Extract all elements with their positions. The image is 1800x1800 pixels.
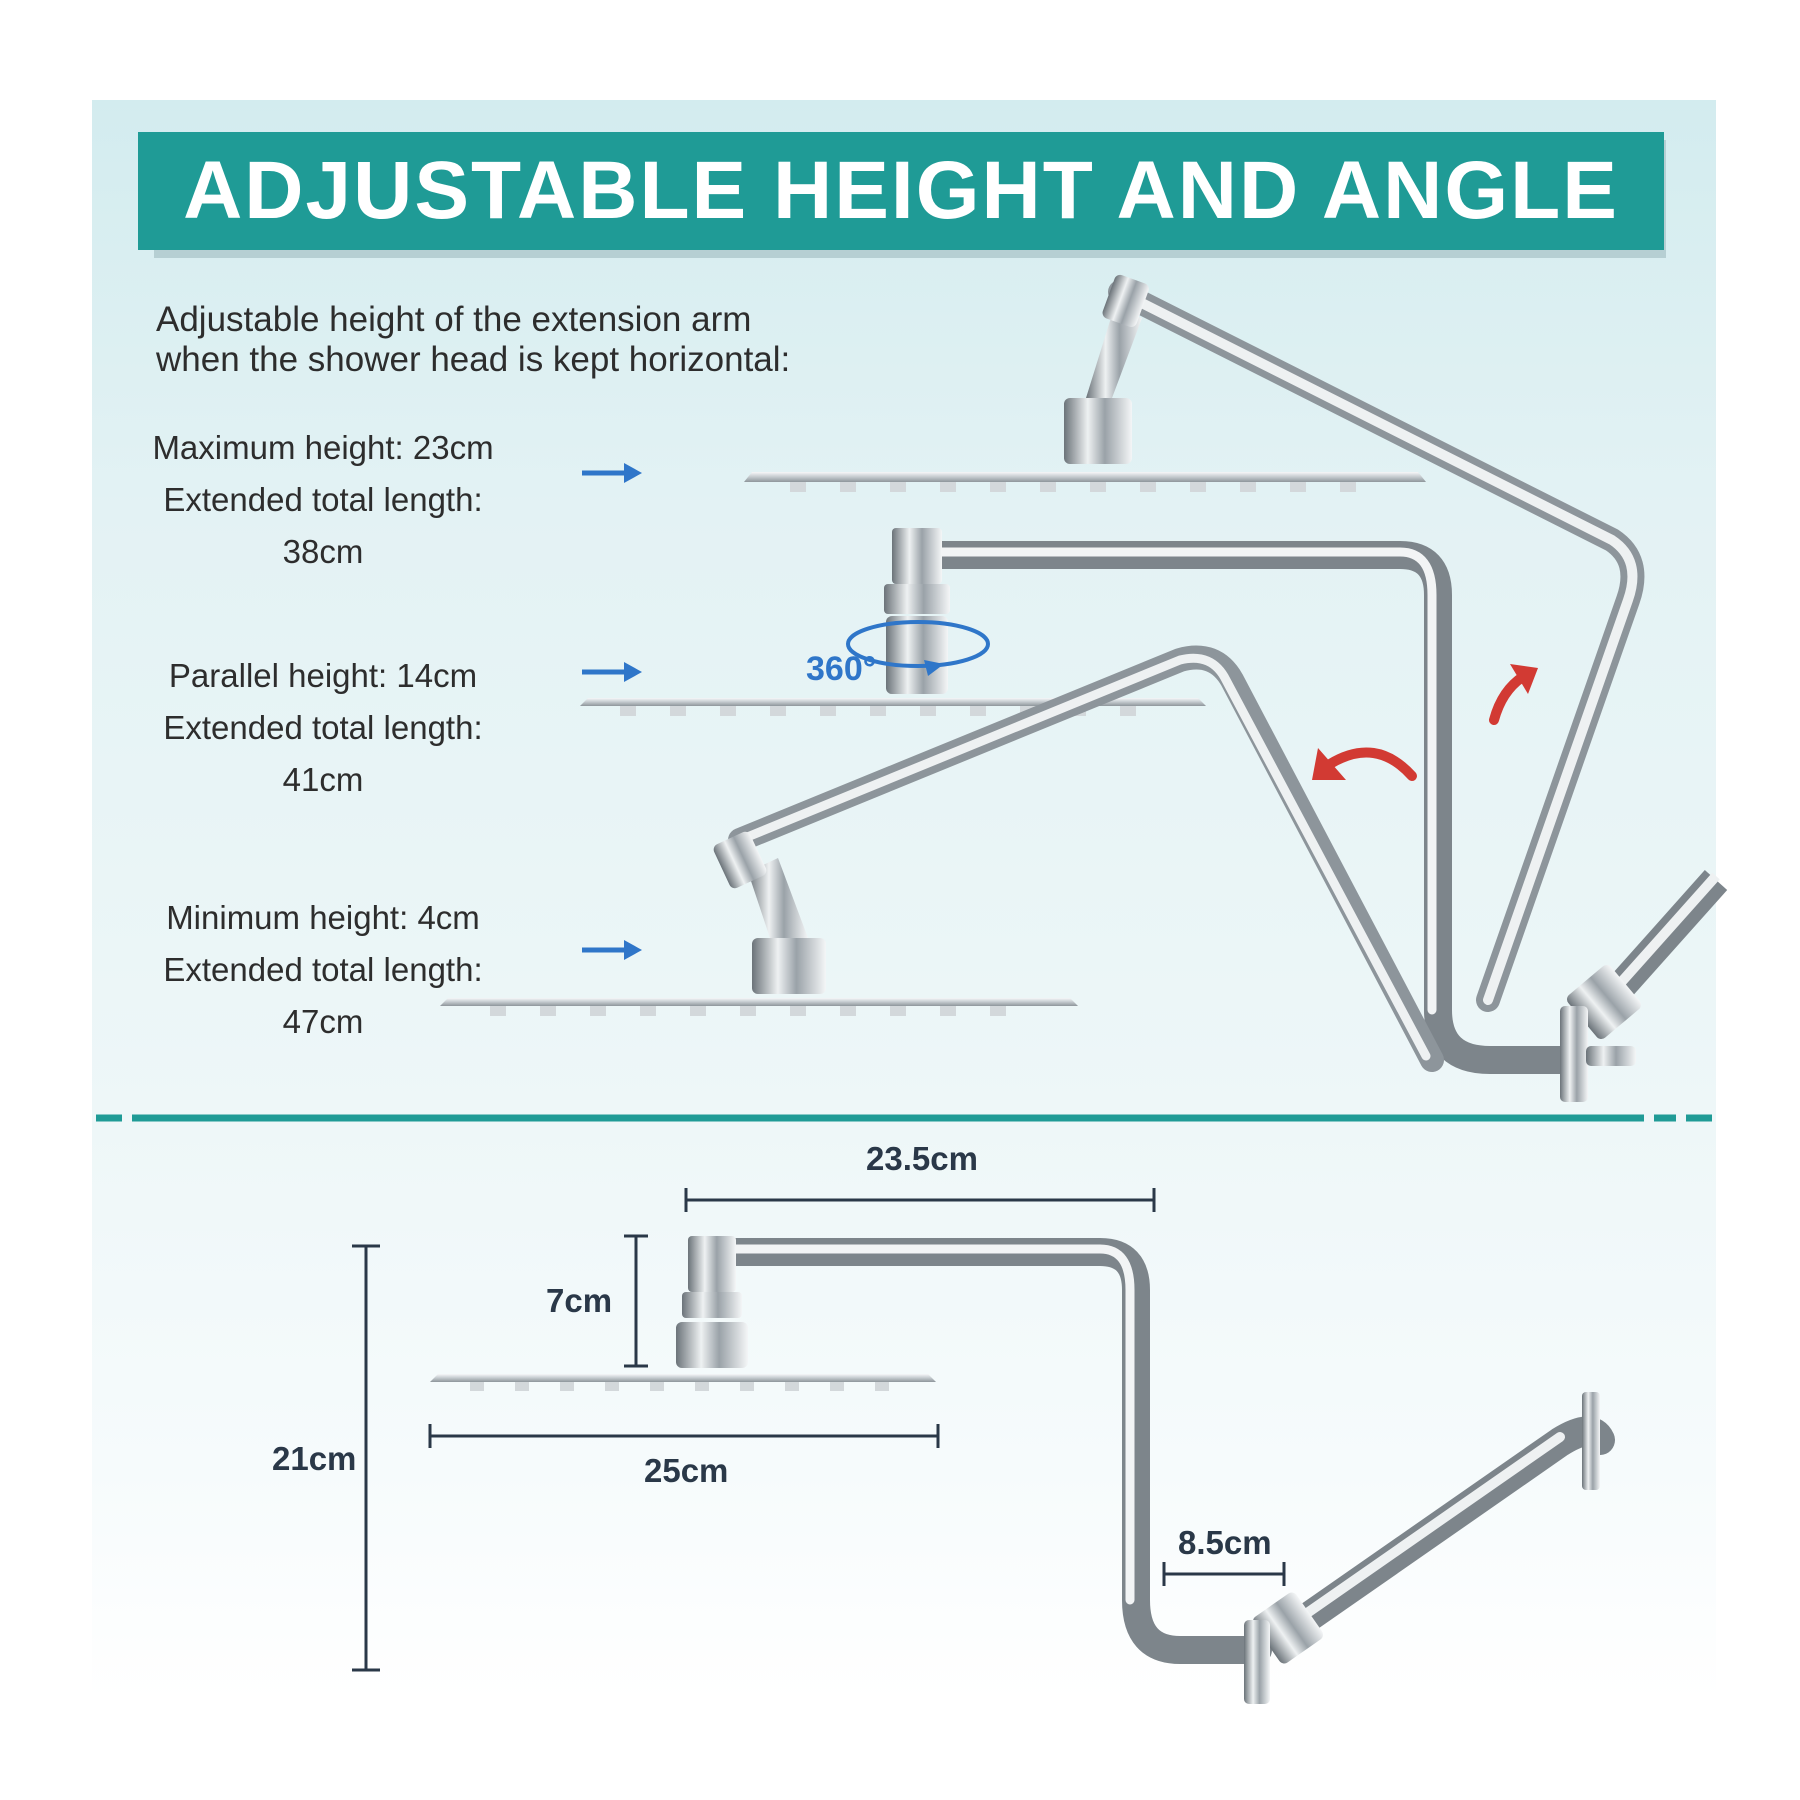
dim-total-height: 21cm <box>272 1440 357 1477</box>
spec-min-length: Extended total length: 47cm <box>163 951 483 1040</box>
spec-parallel-length: Extended total length: 41cm <box>163 709 483 798</box>
spec-max-height: Maximum height: 23cm <box>152 429 494 466</box>
arm-parallel-position <box>916 541 1584 1074</box>
dim-head-width: 25cm <box>644 1452 729 1489</box>
base-connector-top <box>1560 870 1728 1102</box>
rotation-label: 360° <box>806 650 877 688</box>
spec-min-height: Minimum height: 4cm <box>166 899 480 936</box>
dim-line-total-height <box>352 1244 380 1672</box>
bottom-panel <box>92 1120 1716 1700</box>
arm-min-position <box>728 645 1444 1072</box>
dim-line-offset <box>1162 1562 1286 1586</box>
dim-line-arm-length <box>684 1188 1156 1212</box>
dim-arm-length: 23.5cm <box>866 1140 978 1177</box>
rotate-arrow-up <box>1489 664 1538 725</box>
spec-max-length: Extended total length: 38cm <box>163 481 483 570</box>
arrow-right-icon <box>582 940 642 960</box>
intro-line-1: Adjustable height of the extension arm <box>156 300 752 339</box>
arrow-right-icon <box>582 662 642 682</box>
arrow-right-icon <box>582 463 642 483</box>
shower-head-min <box>440 831 1078 1016</box>
shower-head-max <box>744 274 1426 492</box>
spec-parallel-height: Parallel height: 14cm <box>168 657 478 694</box>
dim-line-head-width <box>428 1424 940 1448</box>
page-title: ADJUSTABLE HEIGHT AND ANGLE <box>138 132 1664 250</box>
base-connector-bottom <box>1244 1392 1600 1704</box>
shower-head-dimension <box>430 1236 936 1391</box>
dim-connector-height: 7cm <box>546 1282 613 1319</box>
dim-line-connector-height <box>624 1234 648 1368</box>
dim-offset: 8.5cm <box>1178 1524 1272 1561</box>
spec-min: Minimum height: 4cm Extended total lengt… <box>122 892 524 1048</box>
spec-max: Maximum height: 23cm Extended total leng… <box>122 422 524 578</box>
spec-parallel: Parallel height: 14cm Extended total len… <box>122 650 524 806</box>
rotation-ring <box>846 620 990 676</box>
rotate-arrow-left <box>1312 747 1417 781</box>
arm-max-position <box>1108 280 1645 1012</box>
intro-line-2: when the shower head is kept horizontal: <box>156 340 791 379</box>
arm-dimension-product <box>716 1238 1615 1664</box>
intro-text: Adjustable height of the extension arm w… <box>156 300 790 380</box>
